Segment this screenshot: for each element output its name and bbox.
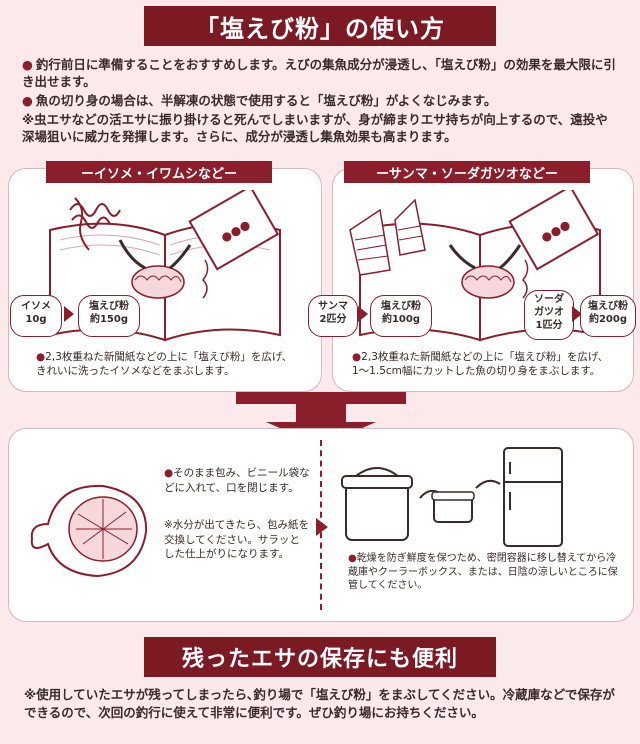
- water-note: ※水分が出てきたら、包み紙を交換してください。サラッとした仕上がりになります。: [164, 519, 309, 560]
- soda-katsuo-amount: ソーダ ガツオ 1匹分: [524, 290, 574, 340]
- bullet-icon: ●: [348, 553, 357, 564]
- storage-note: ●乾燥を防ぎ鮮度を保つため、密閉容器に移し替えてから冷蔵庫やクーラーボックス、ま…: [348, 553, 618, 591]
- bullet-icon: ●: [36, 351, 46, 363]
- intro-bullet-2: ●魚の切り身の場合は、半解凍の状態で使用すると「塩えび粉」がよくなじみます。: [22, 93, 497, 108]
- intro-note: ※虫エサなどの活エサに振り掛けると死んでしまいますが、身が締まりエサ持ちが向上す…: [22, 112, 608, 144]
- sanma-amount: サンマ 2匹分: [308, 295, 358, 337]
- storage-illustration: [341, 447, 563, 547]
- bullet-icon: ●: [164, 467, 174, 479]
- arrow-right-icon: [358, 306, 368, 322]
- left-panel-title: ーイソメ・イワムシなどー: [46, 161, 272, 183]
- intro-bullet-1: ●釣行前日に準備することをおすすめします。えびの集魚成分が浸透し、「塩えび粉」の…: [22, 57, 616, 89]
- bullet-icon: ●: [22, 57, 33, 72]
- left-caption: ●2,3枚重ねた新聞紙などの上に「塩えび粉」を広げ、きれいに洗ったイソメなどをま…: [36, 351, 293, 377]
- arrow-right-icon: [572, 306, 582, 322]
- section2-title: 残ったエサの保存にも便利: [144, 637, 496, 677]
- isome-amount: イソメ 10g: [10, 295, 62, 337]
- bullet-icon: ●: [352, 351, 362, 363]
- intro-text: ●釣行前日に準備することをおすすめします。えびの集魚成分が浸透し、「塩えび粉」の…: [22, 56, 618, 147]
- bullet-icon: ●: [22, 93, 33, 108]
- down-arrow-icon: [236, 392, 406, 446]
- arrow-right-icon: [64, 306, 74, 322]
- footer-text: ※使用していたエサが残ってしまったら､釣り場で「塩えび粉」をまぶしてください。冷…: [24, 687, 615, 720]
- wrapped-bait-illustration: [30, 484, 148, 578]
- shrimp-powder-amount-sanma: 塩えび粉 約100g: [370, 295, 432, 337]
- right-panel-title: ーサンマ・ソーダガツオなどー: [344, 161, 590, 183]
- page-title: 「塩えび粉」の使い方: [144, 6, 496, 46]
- shrimp-powder-amount: 塩えび粉 約150g: [78, 295, 140, 337]
- arrow-right-icon: [316, 518, 328, 536]
- wrap-note: ●そのまま包み、ビニール袋などに入れて、口を閉じます。: [164, 467, 310, 494]
- shrimp-powder-amount-katsuo: 塩えび粉 約200g: [580, 295, 636, 337]
- right-caption: ●2,3枚重ねた新聞紙などの上に「塩えび粉」を広げ、1〜1.5cm幅にカットした…: [352, 351, 609, 377]
